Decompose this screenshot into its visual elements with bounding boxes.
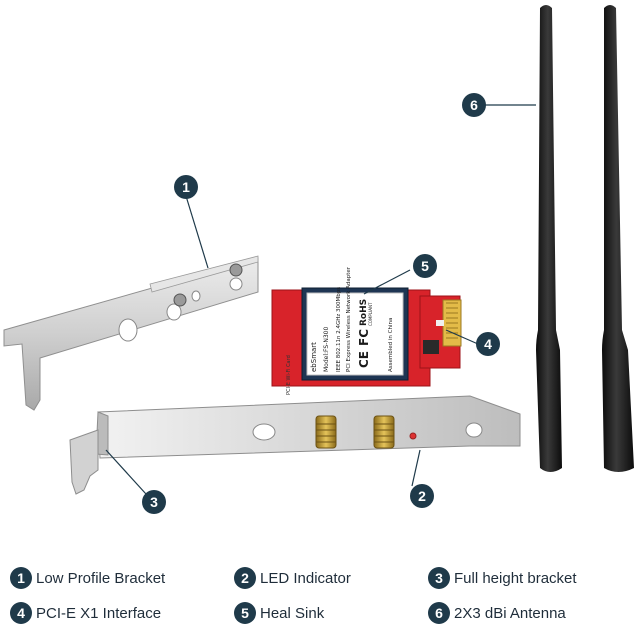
svg-text:3: 3 (150, 494, 158, 510)
low-profile-bracket (3, 255, 259, 411)
full-height-bracket: PCI-E Wi-Fi Card (69, 355, 521, 495)
card-rohs-mark: RoHS (359, 299, 369, 326)
card-ce-mark: CE (357, 351, 371, 368)
svg-text:4: 4 (484, 336, 492, 352)
card-spec-1: IEEE 802.11n 2.4GHz 300Mbps (336, 287, 342, 372)
legend-badge: 4 (10, 602, 32, 624)
legend-item-1: 1 Low Profile Bracket (10, 566, 165, 590)
callout-6: 6 (462, 93, 486, 117)
svg-text:6: 6 (470, 97, 478, 113)
legend-item-3: 3 Full height bracket (428, 566, 577, 590)
legend-item-4: 4 PCI-E X1 Interface (10, 601, 161, 625)
legend-badge: 5 (234, 602, 256, 624)
svg-text:2: 2 (418, 488, 426, 504)
card-spec-2: PCI Express Wireless Network Adapter (346, 266, 352, 372)
card-assembled: Assembled in China (388, 318, 394, 372)
legend-label: PCI-E X1 Interface (36, 604, 162, 622)
callout-1: 1 (174, 175, 198, 199)
legend-label: LED Indicator (260, 569, 351, 587)
antenna-right (602, 5, 634, 472)
card-brand: ebSmart (310, 342, 318, 372)
antenna-left (536, 5, 562, 472)
callout-4: 4 (476, 332, 500, 356)
callout-3: 3 (142, 490, 166, 514)
bracket-mark: PCI-E Wi-Fi Card (286, 355, 292, 395)
legend-label: Heal Sink (260, 604, 325, 622)
sma-connector-left (315, 415, 337, 449)
callout-5: 5 (413, 254, 437, 278)
legend-item-2: 2 LED Indicator (234, 566, 351, 590)
svg-text:5: 5 (421, 258, 429, 274)
legend-label: Full height bracket (454, 569, 577, 587)
callout-2: 2 (410, 484, 434, 508)
card-model: Model:FS-N300 (323, 327, 330, 372)
legend-badge: 2 (234, 567, 256, 589)
legend-item-6: 6 2X3 dBi Antenna (428, 601, 566, 625)
parts-legend: 1 Low Profile Bracket 2 LED Indicator 3 … (0, 560, 640, 625)
legend-label: Low Profile Bracket (36, 569, 166, 587)
card-fcc-mark: FC (357, 329, 371, 346)
sma-connector-right (373, 415, 395, 449)
legend-badge: 6 (428, 602, 450, 624)
legend-badge: 1 (10, 567, 32, 589)
card-rohs-sub: COMPLIANT (368, 302, 373, 326)
legend-label: 2X3 dBi Antenna (454, 604, 566, 622)
heat-sink-label: ebSmart Model:FS-N300 IEEE 802.11n 2.4GH… (301, 266, 409, 381)
callout-leaders (105, 104, 536, 495)
svg-text:1: 1 (182, 179, 190, 195)
legend-item-5: 5 Heal Sink (234, 601, 324, 625)
legend-badge: 3 (428, 567, 450, 589)
